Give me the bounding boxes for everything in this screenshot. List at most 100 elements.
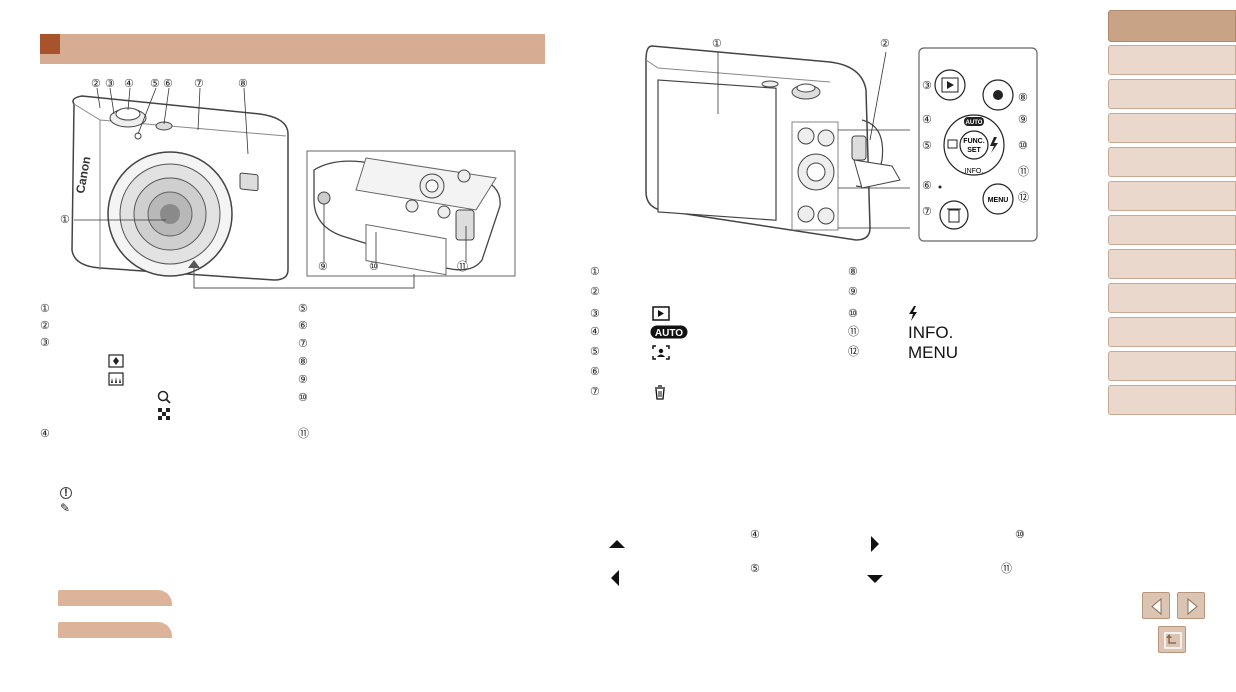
callout-back-12: ⑫ — [1018, 192, 1029, 204]
sidebar-tab-6[interactable] — [1108, 181, 1236, 211]
right-arrow-icon — [871, 536, 879, 552]
callout-2: ② — [91, 78, 101, 90]
list-item-10: ⑩ — [298, 392, 308, 404]
list-item-3: ③ — [40, 337, 50, 349]
auto-label: AUTO — [966, 120, 983, 126]
callout-6: ⑥ — [163, 78, 173, 90]
callout-back-4: ④ — [922, 114, 932, 126]
set-label: SET — [967, 147, 981, 154]
callout-back-3: ③ — [922, 80, 932, 92]
prev-page-button[interactable] — [1142, 592, 1170, 619]
auto-mode-icon: AUTO — [650, 325, 688, 339]
bottom-tab-1[interactable] — [58, 590, 172, 606]
callout-back-7: ⑦ — [922, 206, 932, 218]
left-arrow-icon — [611, 570, 619, 586]
menu-text-icon: MENU — [908, 343, 959, 362]
camera-front-illustration: Canon — [71, 87, 289, 281]
back-list-item-2: ② — [590, 286, 600, 298]
bottom-tab-2[interactable] — [58, 622, 172, 638]
return-button[interactable] — [1158, 626, 1186, 653]
info-label-panel: INFO. — [965, 168, 984, 175]
sidebar-tab-3[interactable] — [1108, 79, 1236, 109]
index-display-icon — [158, 408, 170, 420]
back-list-item-4: ④ — [590, 326, 600, 338]
arrow-ref-11: ⑪ — [1001, 563, 1012, 575]
header-square-icon — [40, 34, 60, 54]
section-header-band — [40, 34, 545, 64]
callout-back-11: ⑪ — [1018, 166, 1029, 178]
list-item-1: ① — [40, 303, 50, 315]
callout-4: ④ — [124, 78, 134, 90]
flash-icon — [909, 306, 917, 321]
back-list-item-3: ③ — [590, 308, 600, 320]
camera-brand-text: Canon — [73, 155, 93, 194]
callout-10: ⑩ — [369, 261, 379, 273]
callout-back-10: ⑩ — [1018, 140, 1028, 152]
list-item-5: ⑤ — [298, 303, 308, 315]
playback-icon — [652, 306, 670, 321]
callout-9: ⑨ — [318, 261, 328, 273]
list-item-7: ⑦ — [298, 338, 308, 350]
arrow-ref-4: ④ — [750, 529, 760, 541]
list-item-4: ④ — [40, 428, 50, 440]
info-text-icon: INFO. — [908, 323, 954, 342]
arrow-left-icon — [1151, 597, 1162, 616]
sidebar-tab-12[interactable] — [1108, 385, 1236, 415]
list-item-8: ⑧ — [298, 356, 308, 368]
connector-bracket — [188, 260, 415, 289]
back-list-item-12: ⑫ — [848, 346, 859, 358]
list-item-2: ② — [40, 320, 50, 332]
sidebar-tab-1[interactable] — [1108, 10, 1236, 42]
back-list-item-1: ① — [590, 266, 600, 278]
trash-icon — [655, 385, 665, 400]
list-item-9: ⑨ — [298, 374, 308, 386]
callout-back-9: ⑨ — [1018, 114, 1028, 126]
func-label: FUNC. — [963, 138, 984, 145]
sidebar-tab-7[interactable] — [1108, 215, 1236, 245]
callout-1: ① — [60, 214, 70, 226]
next-page-button[interactable] — [1177, 592, 1205, 619]
back-list-item-11: ⑪ — [848, 326, 859, 338]
callout-back-1: ① — [712, 38, 722, 50]
up-arrow-icon — [609, 540, 625, 548]
callout-3: ③ — [105, 78, 115, 90]
back-list-item-7: ⑦ — [590, 386, 600, 398]
face-select-icon — [652, 345, 670, 360]
menu-label-panel: MENU — [988, 197, 1009, 204]
sidebar-tab-4[interactable] — [1108, 113, 1236, 143]
camera-bottom-illustration — [306, 150, 516, 277]
pencil-note-icon: ✎ — [60, 501, 71, 515]
back-list-item-10: ⑩ — [848, 308, 858, 320]
callout-back-6: ⑥ — [922, 180, 932, 192]
list-item-11: ⑪ — [298, 428, 309, 440]
callout-7: ⑦ — [194, 78, 204, 90]
callout-8: ⑧ — [238, 78, 248, 90]
down-arrow-icon — [867, 575, 883, 583]
sidebar-tab-5[interactable] — [1108, 147, 1236, 177]
sidebar-tab-10[interactable] — [1108, 317, 1236, 347]
wide-angle-icon — [108, 372, 124, 386]
arrow-ref-10: ⑩ — [1015, 529, 1025, 541]
back-list-item-5: ⑤ — [590, 346, 600, 358]
telephoto-icon — [108, 354, 124, 368]
callout-back-5: ⑤ — [922, 140, 932, 152]
magnify-icon — [157, 390, 171, 404]
callout-back-2: ② — [880, 38, 890, 50]
svg-text:AUTO: AUTO — [655, 328, 683, 339]
back-list-item-6: ⑥ — [590, 366, 600, 378]
camera-back-illustration — [645, 45, 910, 241]
sidebar-tab-8[interactable] — [1108, 249, 1236, 279]
arrow-ref-5: ⑤ — [750, 563, 760, 575]
sidebar-tab-2[interactable] — [1108, 45, 1236, 75]
callout-5: ⑤ — [150, 78, 160, 90]
sidebar-tab-9[interactable] — [1108, 283, 1236, 313]
caution-icon: ! — [60, 487, 72, 499]
list-item-6: ⑥ — [298, 320, 308, 332]
callout-back-8: ⑧ — [1018, 92, 1028, 104]
return-icon — [1164, 632, 1182, 649]
back-list-item-9: ⑨ — [848, 286, 858, 298]
back-list-item-8: ⑧ — [848, 266, 858, 278]
sidebar-tab-11[interactable] — [1108, 351, 1236, 381]
arrow-right-icon — [1187, 597, 1198, 616]
button-panel-closeup: FUNC. SET AUTO INFO. MENU — [918, 47, 1038, 242]
